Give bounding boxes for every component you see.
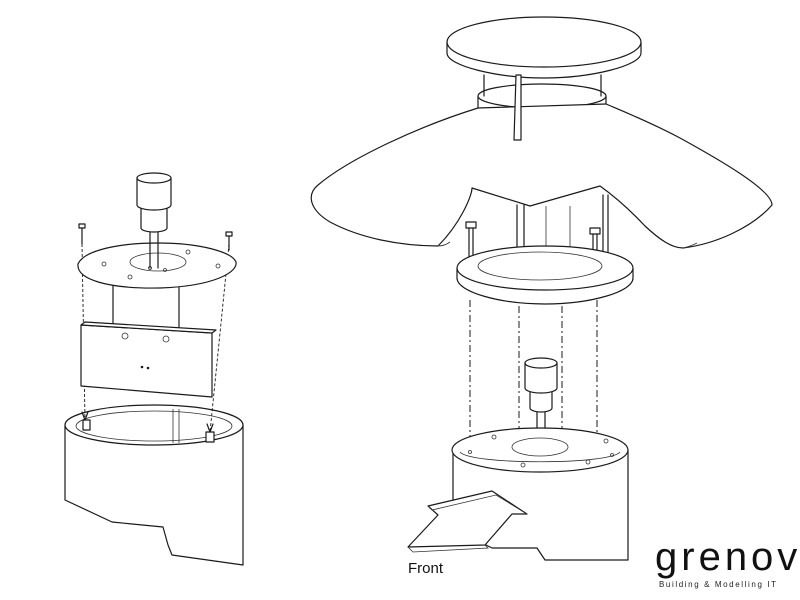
brand-logo-name: grenov [655,535,800,579]
right-assembly [310,16,773,561]
left-assembly [64,172,244,566]
left-screw-b [225,231,233,251]
front-direction-arrow-icon [407,490,528,553]
right-radiation-shield [310,103,773,249]
left-mounting-plate [77,242,237,289]
left-housing [64,404,244,566]
left-screw-a [78,223,86,245]
left-sensor-motor [136,172,172,269]
right-sensor-motor [524,357,558,454]
brand-tagline: Building & Modelling IT [659,580,778,589]
right-mounting-ring [456,245,634,305]
right-housing [451,427,629,561]
left-circuit-board [80,321,217,398]
right-top-cap [446,16,642,79]
right-screw-a [465,221,477,259]
front-label: Front [408,560,444,577]
